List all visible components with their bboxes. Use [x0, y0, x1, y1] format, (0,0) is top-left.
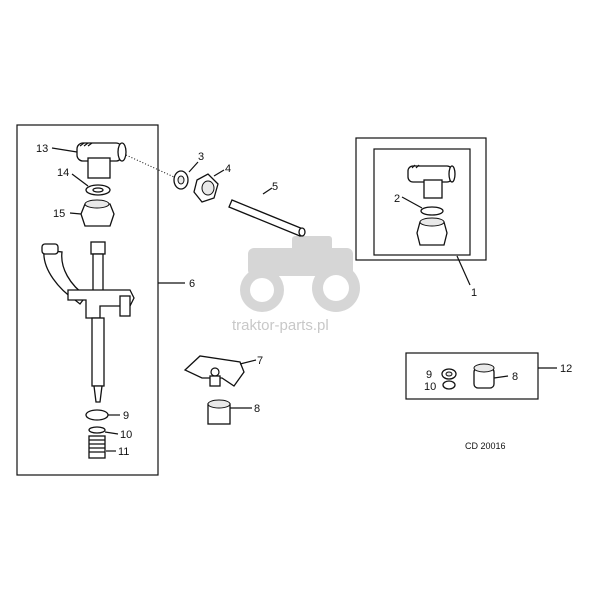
bush-8 [207, 399, 231, 425]
callout-10-right: 10 [424, 381, 436, 393]
leader-5 [262, 187, 273, 195]
callout-11: 11 [118, 446, 129, 458]
callout-9-left: 9 [123, 410, 129, 422]
leader-2 [401, 196, 423, 209]
tee-fitting-13 [76, 142, 127, 179]
kit-bush-8 [473, 363, 495, 389]
kit-washer-9 [441, 368, 457, 380]
leader-3 [188, 161, 199, 173]
callout-10-left: 10 [120, 429, 132, 441]
callout-8-center: 8 [254, 403, 260, 415]
callout-7: 7 [257, 355, 263, 367]
nut-15 [80, 199, 115, 227]
ring-10 [88, 426, 106, 434]
leader-4 [213, 169, 225, 177]
leader-14 [71, 173, 89, 187]
tractor-watermark-icon [240, 236, 360, 312]
callout-13: 13 [36, 143, 48, 155]
diagram-code: CD 20016 [465, 441, 506, 451]
watermark: traktor-parts.pl [232, 236, 360, 334]
union-assembly-frame-inner [373, 148, 471, 256]
leader-15 [69, 212, 82, 215]
leader-7 [239, 359, 257, 365]
leader-10a [104, 431, 119, 435]
watermark-text: traktor-parts.pl [232, 317, 329, 334]
leader-1 [456, 255, 471, 286]
clamp-7 [183, 355, 245, 387]
dotted-guide [125, 154, 175, 178]
callout-12: 12 [560, 363, 572, 375]
injector-assembly-frame [16, 124, 159, 476]
tee-fitting-1 [407, 164, 456, 199]
washer-14 [85, 184, 111, 196]
washer-9 [85, 409, 109, 421]
pipe-5 [228, 199, 306, 237]
callout-9-right: 9 [426, 369, 432, 381]
leader-8b [493, 375, 509, 379]
leader-13 [51, 147, 78, 153]
union-assembly-frame-outer [355, 137, 487, 261]
callout-5: 5 [272, 181, 278, 193]
callout-14: 14 [57, 167, 69, 179]
callout-4: 4 [225, 163, 231, 175]
callout-6: 6 [189, 278, 195, 290]
kit-frame-12 [405, 352, 539, 400]
kit-ring-10 [442, 380, 456, 390]
callout-1: 1 [471, 287, 477, 299]
nut-4 [193, 173, 219, 203]
callout-2: 2 [394, 193, 400, 205]
nut-1 [416, 217, 448, 246]
callout-15: 15 [53, 208, 65, 220]
injector-body [41, 241, 135, 403]
callout-3: 3 [198, 151, 204, 163]
washer-3 [173, 170, 189, 190]
sleeve-11 [88, 435, 106, 459]
callout-8-right: 8 [512, 371, 518, 383]
washer-2 [420, 206, 444, 216]
